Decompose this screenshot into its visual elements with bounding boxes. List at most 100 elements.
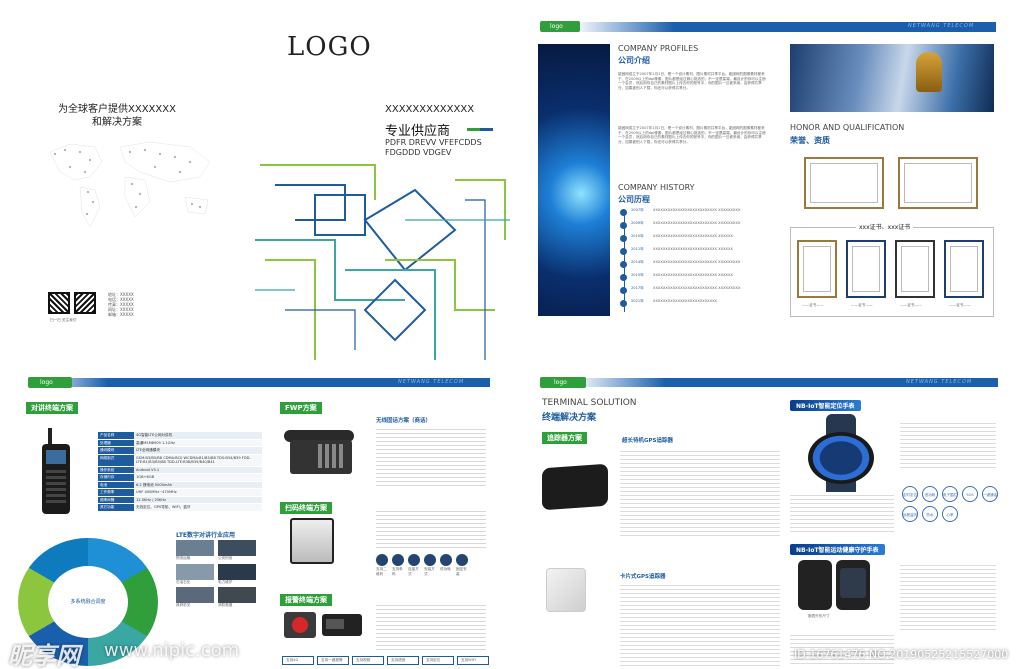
fwp-subtitle: 无线固话方案（商话） [376,418,432,424]
scan-feature-icon [376,554,388,566]
alarm-tab: 支持4G [282,656,314,665]
history-text: XXXXXXXXXXXXXXXXXXXXXXXXXX [653,299,718,303]
trophy-image [790,44,994,112]
contact-item: 传真：XXXXX [108,302,134,307]
profile-cn-text: 公司介绍 [618,56,650,65]
tech-image [538,44,610,316]
world-map-dots [49,141,211,228]
lte-app-label: 消防救援 [218,603,233,608]
lte-app-photo [218,563,256,580]
lte-app: 石油石化 [176,563,214,585]
header-logo-tab: logo [28,377,72,388]
nbiot-title-2: NB-IoT智能运动健康守护手表 [790,544,885,555]
spec-value: LTE全网通模块 [134,447,262,454]
history-year: 2011年 [631,247,644,251]
history-en: COMPANY HISTORY [618,183,695,192]
cover-logo: LOGO [287,32,372,62]
scan-feature-label: 低功耗 [440,567,451,571]
watch-feature: SOS [962,486,978,502]
cert-frame [898,157,978,209]
honor-en: HONOR AND QUALIFICATION [790,123,905,132]
cover-xline: XXXXXXXXXXXXX [385,104,475,115]
profile-text-1: 能固网成立于2007年1月1日，是一个设计素材、图片素材共享平台。能固网的图像素… [618,72,766,90]
scanner-image [290,518,334,564]
lte-app: 消防救援 [218,587,256,608]
watch-feature: 定时定位 [902,486,918,502]
cert-caption: ——证书—— [900,303,922,307]
watch-desc-2 [900,562,996,632]
watch-feature: 防水 [922,506,938,522]
cover-sub1: PDFR DREVV VFEFCDDS [385,138,482,147]
gps-desc [620,448,780,538]
terminal-cn: 终端解决方案 [542,413,597,423]
cover-line-art [255,164,510,360]
cert-frame [846,240,886,298]
history-year: 2021年 [631,299,644,303]
bottom-right-page: logo NETWANG TELECOM TERMINAL SOLUTION 终… [536,376,1024,669]
scan-feature-icon [456,554,468,566]
spec-key: 产品名称 [98,432,134,439]
wheel-center-text: 多系统融合调度 [70,599,106,605]
header-logo-tab: logo [540,377,586,388]
top-right-page: logo NETWANG TELECOM COMPANY PROFILES 公司… [536,0,1024,370]
spec-value: 12.5KHz / 25KHz [134,496,262,503]
spec-key: 操作系统 [98,466,134,473]
watch-image-2 [798,560,832,610]
lte-app-label: 电力维护 [218,579,233,584]
history-year: 2015年 [631,273,644,277]
spec-value: 1GB+8GB [134,474,262,481]
qr-code-2 [74,292,96,314]
spec-value: 无线定位、GPS导航、WIFI、蓝牙 [134,504,262,511]
terminal-en: TERMINAL SOLUTION [542,398,637,408]
lte-app-photo [218,540,256,556]
scan-features: 支持二维码 支持条码 连接方式 安装方式 低功耗 固定安装 [376,554,486,576]
spec-key: 其它功能 [98,504,134,511]
cover-sub2: FDGDDD VDGEV [385,148,452,157]
watch-image-1 [802,414,882,502]
spec-row: 其它功能无线定位、GPS导航、WIFI、蓝牙 [98,504,262,512]
contact-item: 电话：XXXXX [108,297,134,302]
cert-frame [895,240,935,298]
scan-feature-icon [440,554,452,566]
watch-desc-1 [900,420,996,470]
qr-caption: 扫一扫 关注我们 [50,318,77,322]
slogan-line2: 和解决方案 [92,117,142,128]
alarm-device-image [322,614,362,636]
cover-page: LOGO XXXXXXXXXXXXX 专业供应商 PDFR DREVV VFEF… [255,0,513,370]
cert-title: xxx证书、xxx证书 [856,222,914,231]
alarm-tab: 支持一键报警 [317,656,349,665]
spec-value: 4G智能LTE公网对讲机 [134,432,262,439]
header-tag: NETWANG TELECOM [908,23,975,29]
top-left-page: 为全球客户提供XXXXXXX 和解决方案 扫一扫 关注我们 地址：XXXXX 电… [0,0,255,370]
scan-feature-icon [424,554,436,566]
gps-title: 超长待机GPS追踪器 [622,438,674,444]
history-cn: 公司历程 [618,195,650,204]
watch-feature: 心率 [942,506,958,522]
header-strip [536,22,996,32]
header-strip [536,378,998,387]
cert-frame [804,157,884,209]
qr-code [48,292,70,314]
spec-value: 高通MSM8909 1.1GHz [134,439,262,446]
honor-cn: 荣誉、资质 [790,136,830,145]
alarm-title: 报警终端方案 [280,594,332,606]
spec-value: 6.2 锂电池 5000mAh [134,481,262,488]
contact-item: 网址：XXXXX [108,307,134,312]
scan-feature-label: 支持条码 [392,567,403,576]
contact-list: 地址：XXXXX 电话：XXXXX 传真：XXXXX 网址：XXXXX 邮箱：X… [108,292,134,317]
cert-frame [797,240,837,298]
watch-caption: 腕表外形尺寸 [808,614,830,618]
scan-feature-label: 连接方式 [408,567,419,576]
